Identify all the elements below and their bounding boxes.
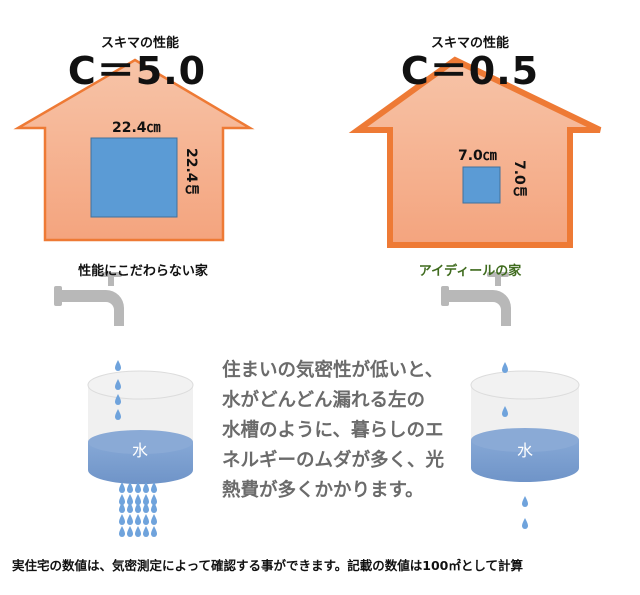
left-height-label: 22.4㎝	[183, 148, 199, 197]
left-c-value: C＝5.0	[67, 49, 207, 93]
left-heading: スキマの性能	[100, 36, 180, 51]
right-heading: スキマの性能	[430, 36, 510, 51]
tank-left-label: 水	[131, 441, 149, 460]
gap-square-left	[90, 137, 178, 218]
right-c-value: C＝0.5	[400, 49, 540, 93]
message-text: 住まいの気密性が低いと、 水がどんどん漏れる左の 水槽のように、暮らしのエ ネル…	[222, 360, 445, 501]
left-caption: 性能にこだわらない家	[78, 264, 208, 279]
right-height-label: 7.0㎝	[511, 160, 527, 199]
tank-right-label: 水	[516, 441, 534, 460]
gap-square-right	[462, 166, 501, 204]
faucet-left-icon	[54, 272, 124, 326]
left-width-label: 22.4㎝	[112, 120, 161, 136]
right-width-label: 7.0㎝	[458, 148, 497, 164]
faucet-right-icon	[441, 272, 511, 326]
footnote: 実住宅の数値は、気密測定によって確認する事ができます。記載の数値は100㎡として…	[12, 558, 523, 573]
tank-right	[470, 370, 580, 482]
house-right	[348, 56, 602, 248]
right-caption: アイディールの家	[418, 264, 522, 279]
tank-left	[87, 370, 194, 485]
